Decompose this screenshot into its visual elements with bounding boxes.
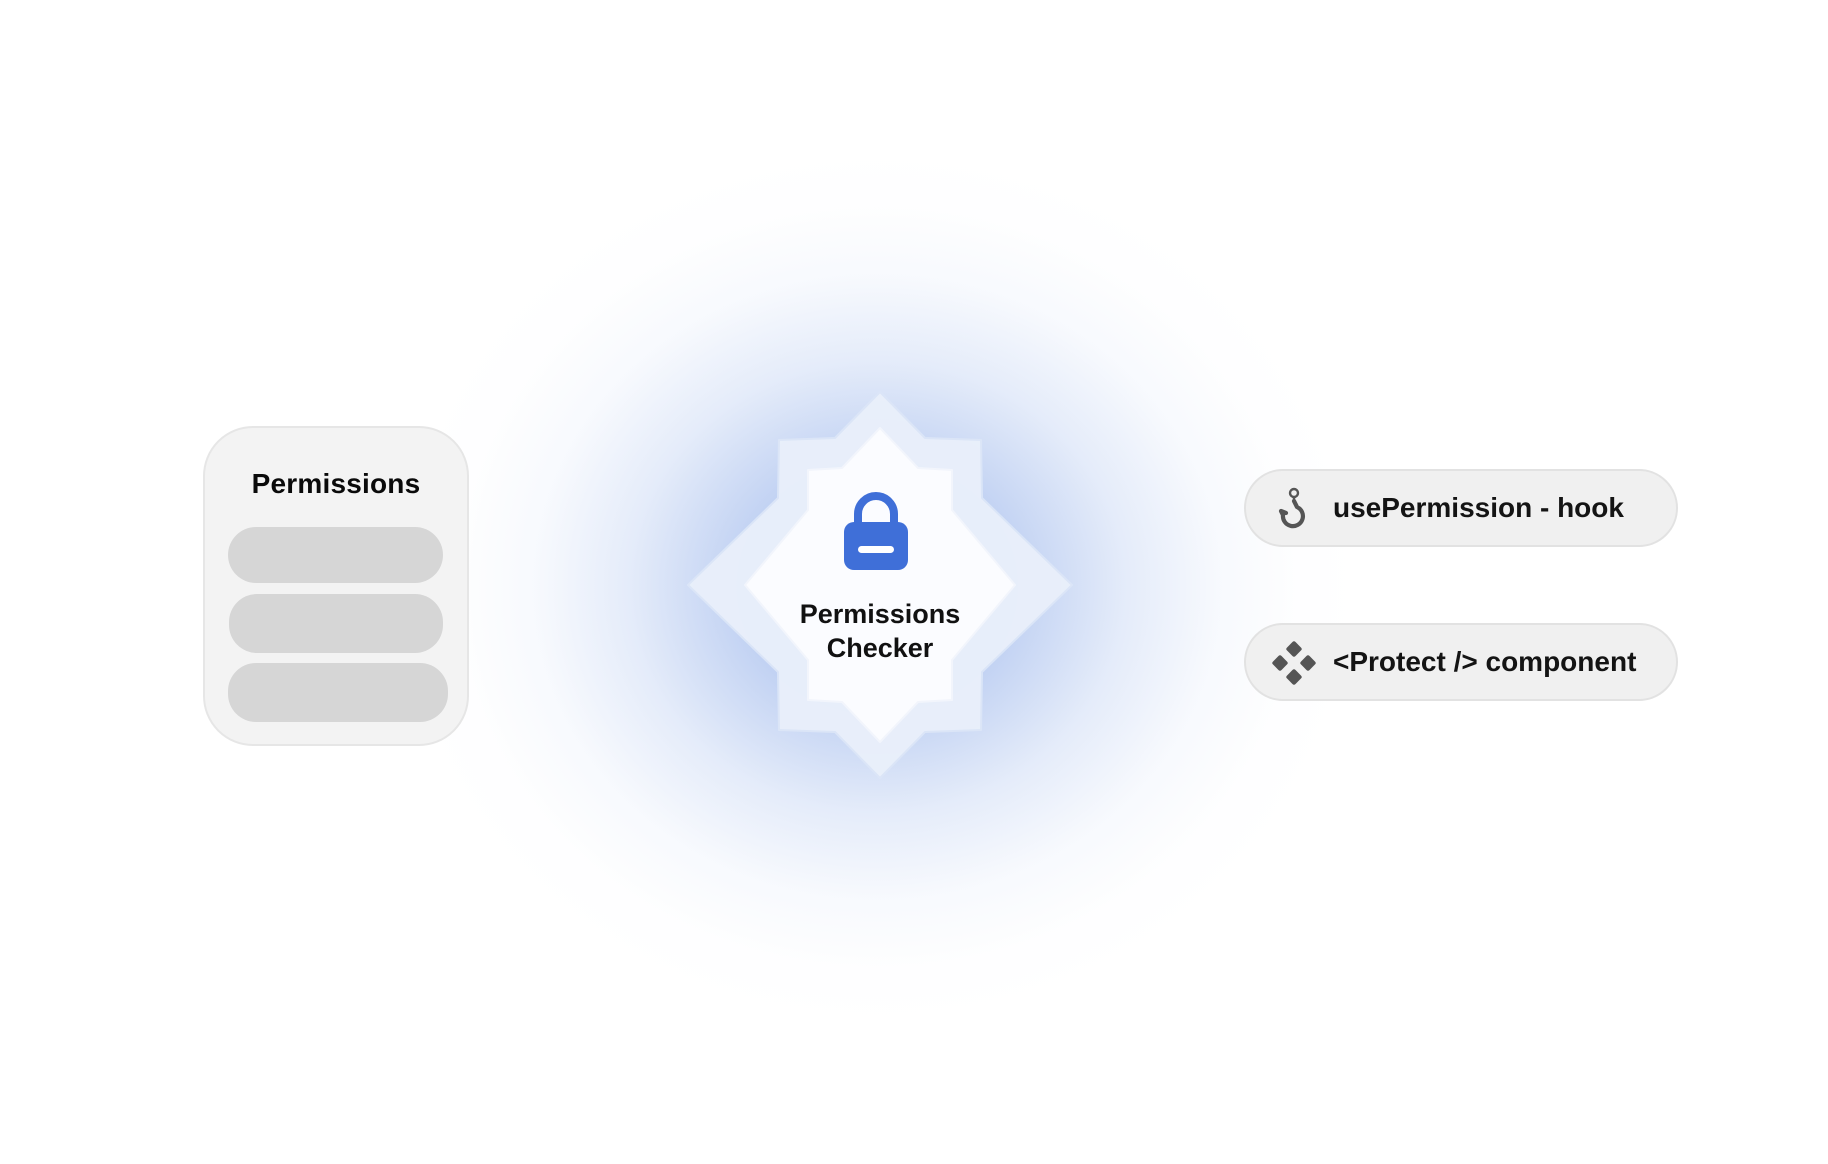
permission-row [229, 594, 443, 653]
protect-component-label: <Protect /> component [1333, 646, 1637, 677]
component-icon [1272, 641, 1316, 685]
lock-icon [844, 492, 908, 570]
permissions-card-title: Permissions [251, 468, 421, 499]
permissions-card: Permissions [203, 426, 469, 746]
permission-row [228, 527, 443, 583]
checker-title-line2: Checker [826, 633, 934, 663]
hook-icon [1278, 487, 1305, 529]
use-permission-hook-pill: usePermission - hook [1244, 469, 1678, 547]
permissions-checker-badge [680, 390, 1080, 780]
checker-title-line1: Permissions [799, 599, 961, 629]
permission-row [228, 663, 448, 722]
badge-shape [687, 391, 1073, 779]
protect-component-pill: <Protect /> component [1244, 623, 1678, 701]
use-permission-hook-label: usePermission - hook [1333, 492, 1624, 523]
checker-title: Permissions Checker [780, 597, 980, 665]
